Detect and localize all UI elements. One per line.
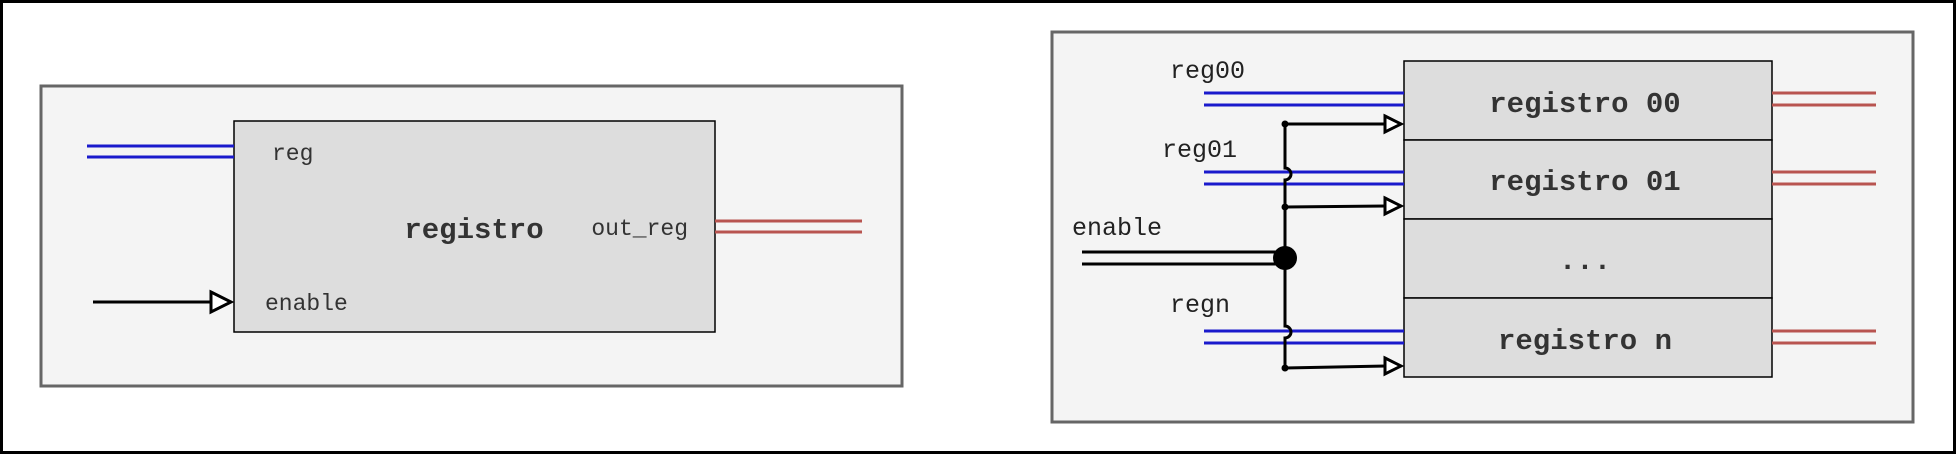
enable-branch bbox=[1284, 204, 1387, 209]
enable-vertical-wire bbox=[1283, 124, 1293, 368]
port-enable-label: enable bbox=[265, 291, 348, 317]
right-diagram: registro 00 registro 01 ... registro n r… bbox=[1050, 30, 1915, 424]
enable-arrowhead bbox=[1383, 195, 1405, 217]
enable-arrowhead bbox=[209, 289, 235, 315]
enable-arrowhead bbox=[1383, 355, 1405, 377]
reg-input-bus bbox=[87, 144, 234, 159]
junction-dots bbox=[1273, 120, 1297, 372]
junction-dot bbox=[1281, 364, 1289, 372]
reg01-label: reg01 bbox=[1162, 136, 1237, 165]
registro-block-title: registro bbox=[404, 214, 543, 247]
register-name: registro n bbox=[1498, 325, 1672, 358]
input-buses bbox=[1204, 91, 1404, 345]
port-out-reg-label: out_reg bbox=[591, 216, 688, 242]
register-cell bbox=[1403, 297, 1773, 378]
reg00-label: reg00 bbox=[1170, 57, 1245, 86]
enable-wire bbox=[93, 289, 235, 315]
junction-dot bbox=[1281, 120, 1289, 128]
register-cell bbox=[1403, 218, 1773, 299]
register-name: registro 01 bbox=[1489, 166, 1680, 199]
register-name: registro 00 bbox=[1489, 88, 1680, 121]
port-reg-label: reg bbox=[272, 141, 313, 167]
left-diagram: reg registro out_reg enable bbox=[39, 84, 904, 388]
enable-label: enable bbox=[1072, 214, 1162, 243]
register-name: ... bbox=[1559, 245, 1611, 278]
enable-arrowheads bbox=[1383, 113, 1405, 377]
enable-branch bbox=[1284, 364, 1387, 370]
enable-arrowhead bbox=[1383, 113, 1405, 135]
register-stack: registro 00 registro 01 ... registro n bbox=[1403, 60, 1773, 378]
out-reg-output-bus bbox=[715, 219, 862, 234]
junction-dot bbox=[1281, 203, 1289, 211]
register-cell bbox=[1403, 60, 1773, 141]
register-cell bbox=[1403, 139, 1773, 220]
output-buses bbox=[1772, 91, 1876, 345]
registro-block bbox=[233, 120, 716, 333]
regn-label: regn bbox=[1170, 291, 1230, 320]
enable-junction-node bbox=[1273, 246, 1297, 270]
enable-distribution bbox=[1082, 122, 1387, 370]
